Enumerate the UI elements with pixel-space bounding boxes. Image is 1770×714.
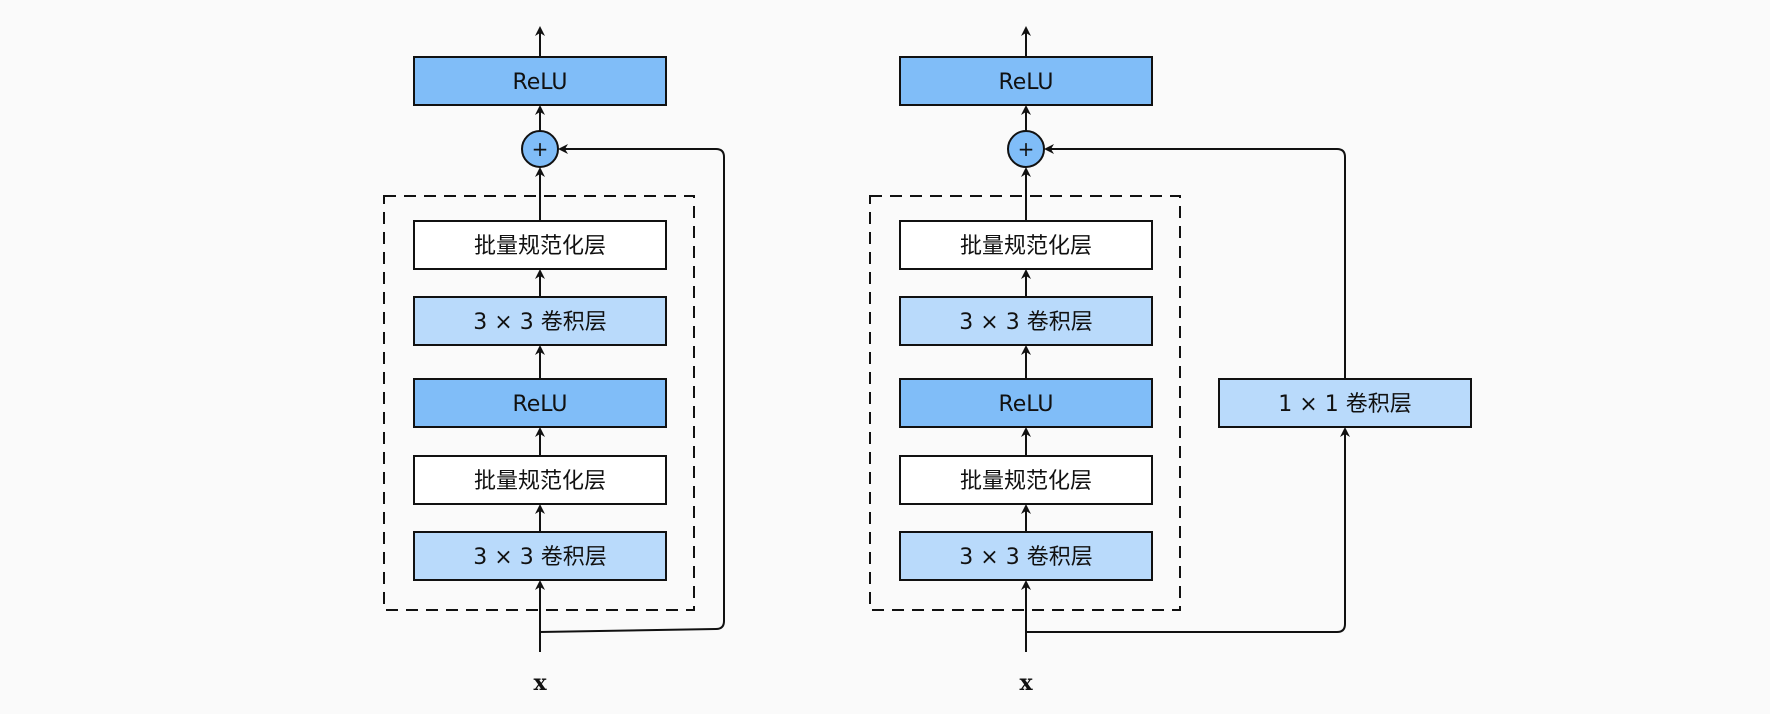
- left-conv-bottom-label: 3 × 3 卷积层: [473, 545, 606, 570]
- right-relu-mid-label: ReLU: [998, 392, 1053, 417]
- right-shortcut-conv-box: [1218, 378, 1472, 428]
- right-relu-top-label: ReLU: [998, 70, 1053, 95]
- right-bn-bottom-box: [899, 455, 1153, 505]
- right-bn-bottom-label: 批量规范化层: [960, 469, 1092, 494]
- left-residual-block: ReLU + 批量规范化层 3 × 3 卷积层 ReLU 批量规范化层 3 × …: [383, 26, 725, 696]
- right-bn-top-box: [899, 220, 1153, 270]
- left-input-label: x: [533, 670, 547, 696]
- right-conv-bottom-box: [899, 531, 1153, 581]
- left-relu-mid-label: ReLU: [512, 392, 567, 417]
- right-dashed-container: [869, 195, 1181, 611]
- left-relu-top-label: ReLU: [512, 70, 567, 95]
- left-bn-top-box: [413, 220, 667, 270]
- right-relu-mid-box: [899, 378, 1153, 428]
- right-arrows: [1021, 26, 1350, 652]
- left-bn-bottom-label: 批量规范化层: [474, 469, 606, 494]
- right-shortcut-conv-label: 1 × 1 卷积层: [1278, 392, 1411, 417]
- right-conv-bottom-label: 3 × 3 卷积层: [959, 545, 1092, 570]
- right-conv-top-label: 3 × 3 卷积层: [959, 310, 1092, 335]
- right-input-label: x: [1019, 670, 1033, 696]
- left-conv-top-label: 3 × 3 卷积层: [473, 310, 606, 335]
- right-add-label: +: [1018, 137, 1035, 161]
- left-arrows: [535, 26, 725, 652]
- right-conv-top-box: [899, 296, 1153, 346]
- left-conv-top-box: [413, 296, 667, 346]
- right-relu-top-box: [899, 56, 1153, 106]
- left-bn-top-label: 批量规范化层: [474, 234, 606, 259]
- right-residual-block: ReLU + 批量规范化层 3 × 3 卷积层 ReLU 批量规范化层 3 × …: [869, 26, 1472, 696]
- right-bn-top-label: 批量规范化层: [960, 234, 1092, 259]
- left-dashed-container: [383, 195, 695, 611]
- left-add-label: +: [532, 137, 549, 161]
